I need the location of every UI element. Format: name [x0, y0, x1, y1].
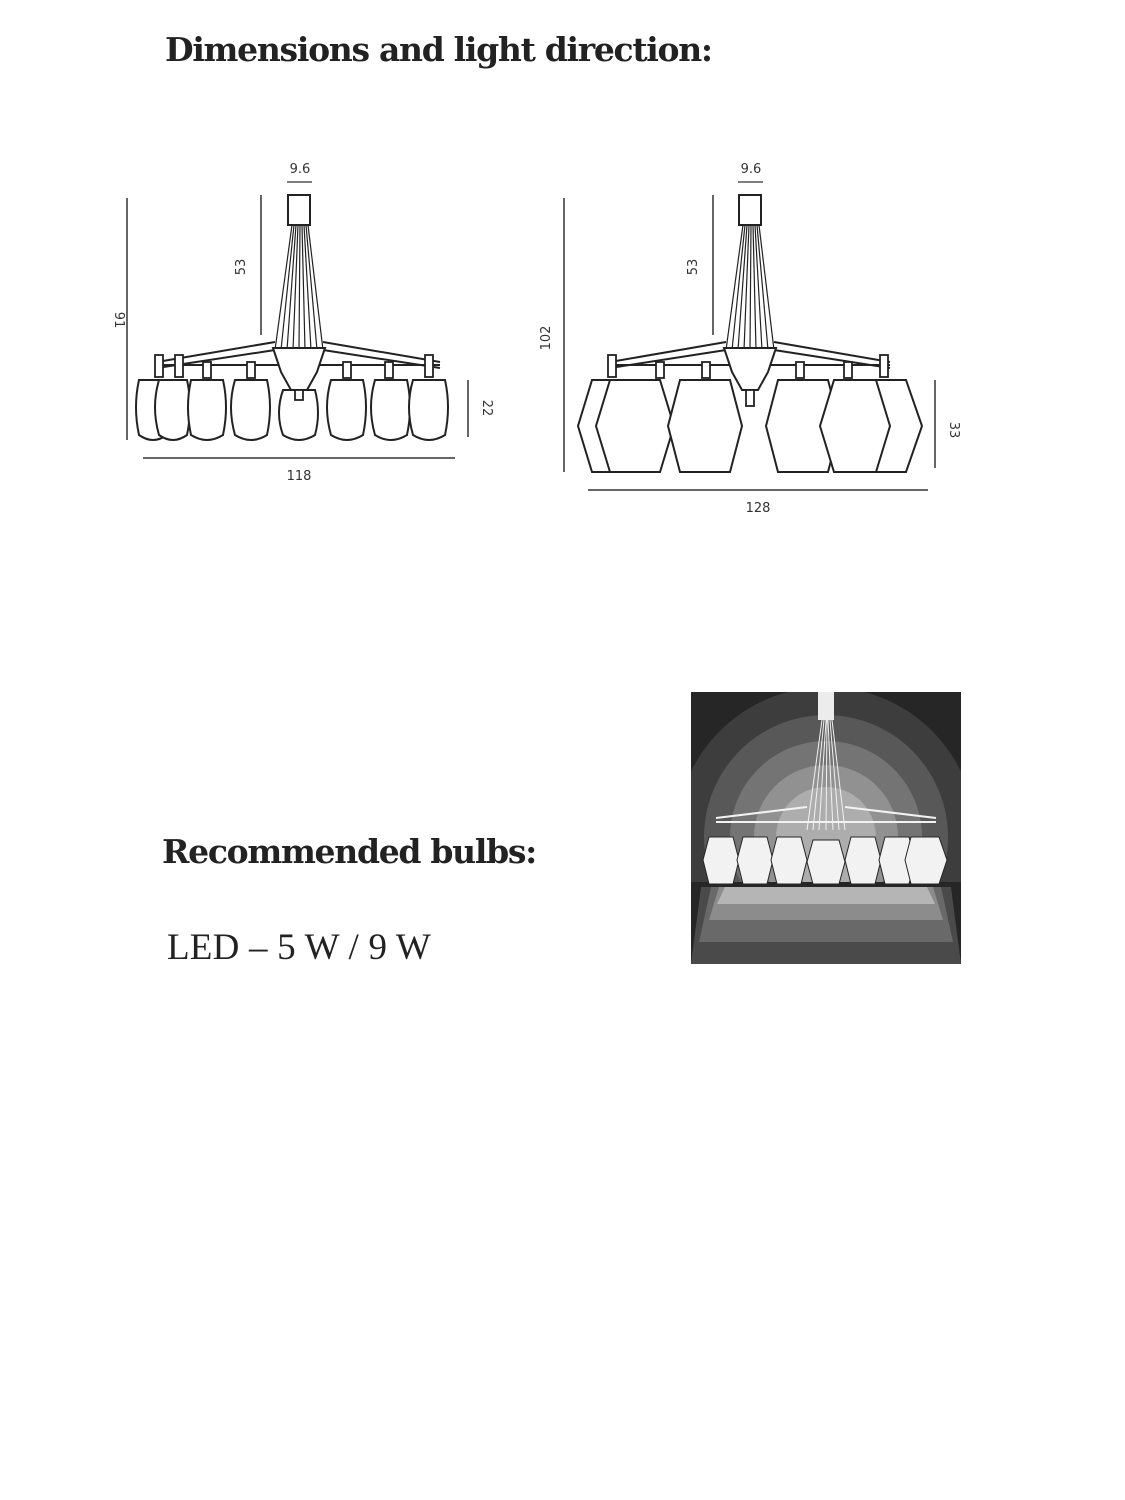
- canopy-white: [818, 692, 834, 720]
- chandelier-drawing-small: 91 53 9.6 22 118: [111, 162, 494, 484]
- bulbs-heading: Recommended bulbs:: [162, 832, 537, 871]
- arms-white: [715, 806, 937, 823]
- stem-wires-white: [806, 719, 846, 831]
- height-label: 102: [539, 326, 554, 351]
- canopy-label: 9.6: [741, 162, 762, 177]
- center-body: [722, 347, 778, 391]
- downward-light-beams: [691, 887, 961, 964]
- shades: [135, 379, 449, 441]
- shades: [576, 379, 924, 473]
- shades-white: [702, 836, 948, 885]
- stem-label: 53: [234, 259, 249, 276]
- chandelier-drawing-large: 102 53 9.6 33 128: [539, 162, 961, 516]
- sockets: [154, 354, 434, 401]
- light-direction-diagram: [691, 692, 961, 964]
- canopy: [287, 194, 311, 226]
- width-label: 128: [746, 501, 771, 516]
- width-label: 118: [287, 469, 312, 484]
- canopy: [738, 194, 762, 226]
- sockets: [607, 354, 889, 407]
- dimensions-heading: Dimensions and light direction:: [165, 30, 713, 69]
- bulbs-spec: LED – 5 W / 9 W: [167, 927, 432, 968]
- shade-label: 22: [479, 400, 494, 417]
- stem-label: 53: [686, 259, 701, 276]
- canopy-label: 9.6: [290, 162, 311, 177]
- height-label: 91: [111, 312, 126, 329]
- stem-wires: [725, 224, 775, 351]
- center-body: [271, 347, 327, 391]
- shade-label: 33: [946, 422, 961, 439]
- stem-wires: [274, 224, 324, 351]
